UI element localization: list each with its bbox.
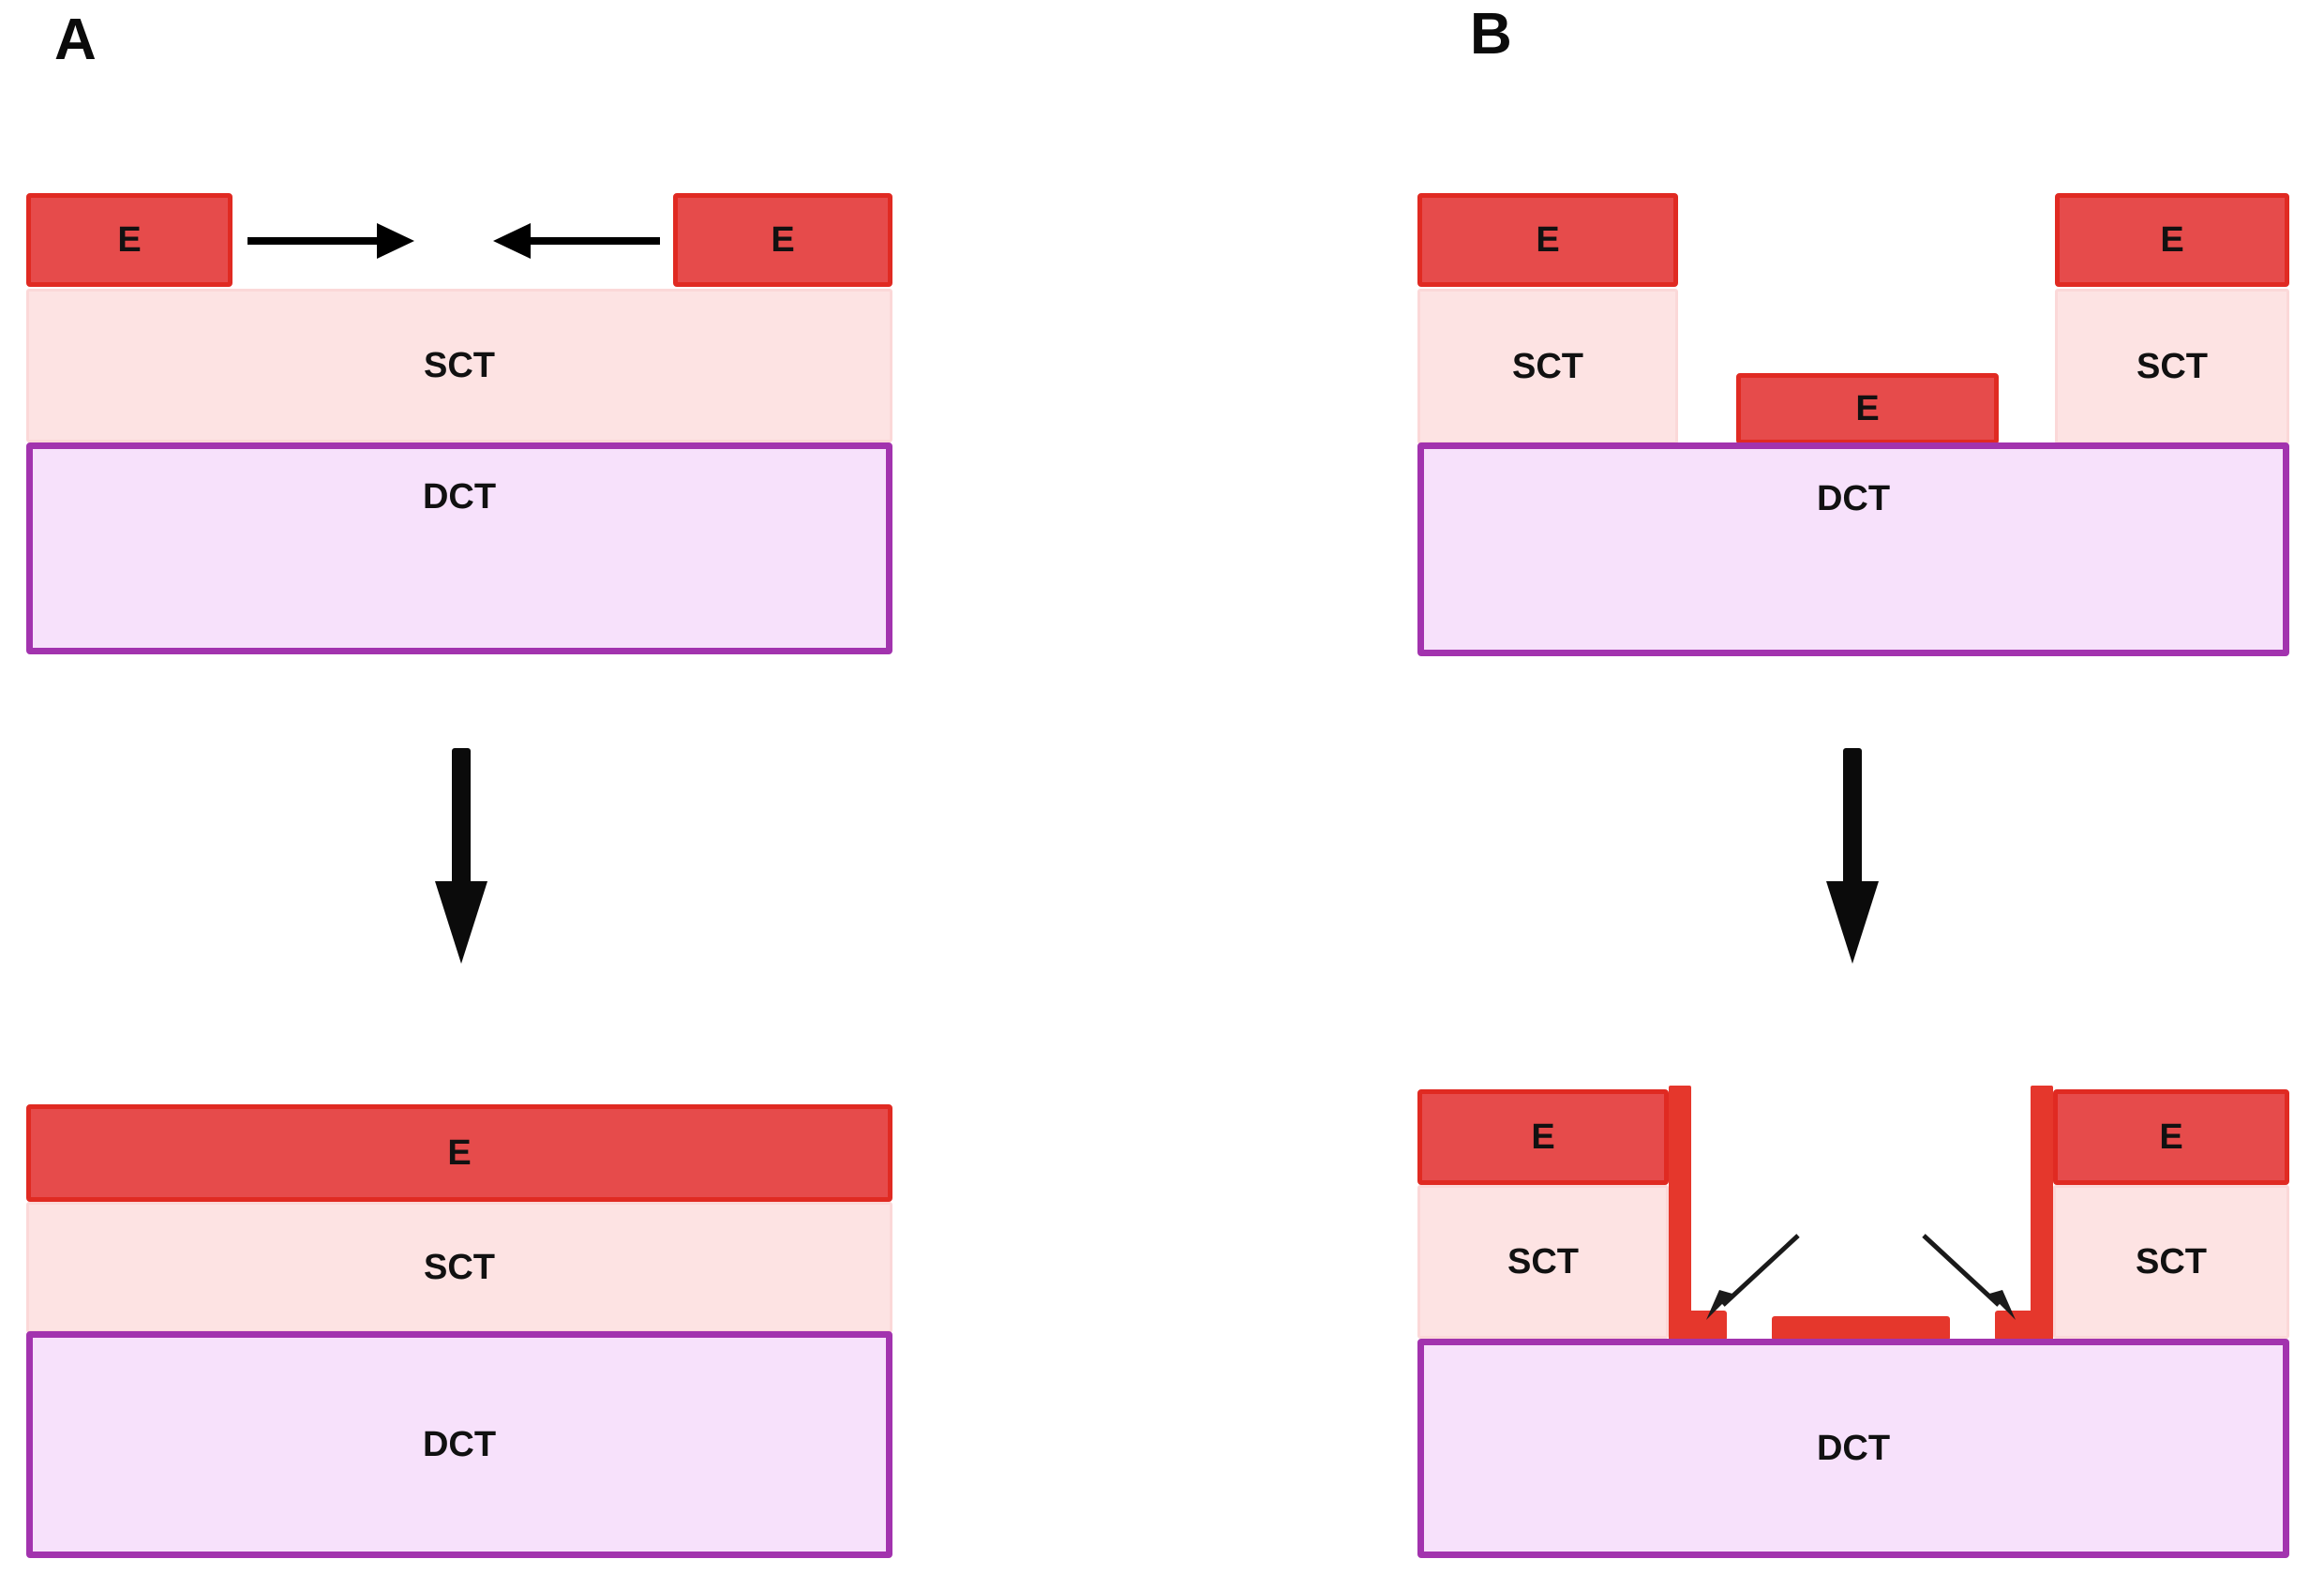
epithelium-label: E — [1536, 220, 1560, 260]
epithelium-label: E — [447, 1133, 472, 1173]
epithelium-label: E — [2160, 220, 2184, 260]
b-bottom-epithelial-downgrowth-wall-right — [2031, 1086, 2053, 1341]
sct-label: SCT — [1507, 1242, 1579, 1282]
b-top-epithelium-right: E — [2055, 193, 2289, 287]
a-top-epithelium-right: E — [673, 193, 892, 287]
b-top-superficial-connective-tissue-left: SCT — [1417, 289, 1678, 444]
sct-label: SCT — [2137, 347, 2208, 386]
sct-label: SCT — [1512, 347, 1583, 386]
sct-label: SCT — [424, 1248, 495, 1287]
a-bottom-deep-connective-tissue: DCT — [26, 1331, 892, 1558]
b-bottom-epithelium-right: E — [2053, 1089, 2289, 1185]
b-bottom-epithelium-left: E — [1417, 1089, 1669, 1185]
sct-label: SCT — [424, 346, 495, 385]
epithelium-label: E — [117, 220, 142, 260]
b-process-arrow-down — [1826, 748, 1879, 964]
a-top-migration-arrow-left — [493, 223, 660, 259]
b-top-epithelium-left: E — [1417, 193, 1678, 287]
b-bottom-epithelial-ledge-left — [1669, 1311, 1727, 1341]
b-bottom-superficial-connective-tissue-right: SCT — [2053, 1185, 2289, 1339]
b-bottom-superficial-connective-tissue-left: SCT — [1417, 1185, 1669, 1339]
b-top-superficial-connective-tissue-right: SCT — [2055, 289, 2289, 444]
dct-label: DCT — [1816, 479, 1891, 518]
dct-label: DCT — [422, 1425, 497, 1464]
a-bottom-epithelium-continuous: E — [26, 1104, 892, 1202]
a-bottom-superficial-connective-tissue: SCT — [26, 1202, 892, 1333]
sct-label: SCT — [2136, 1242, 2207, 1282]
b-top-epithelium-island: E — [1736, 373, 1999, 444]
b-bottom-epithelial-ledge-right — [1995, 1311, 2053, 1341]
epithelium-label: E — [2159, 1117, 2183, 1157]
a-top-epithelium-left: E — [26, 193, 232, 287]
dct-label: DCT — [422, 477, 497, 517]
panel-label-a: A — [54, 7, 97, 72]
b-bottom-deep-connective-tissue: DCT — [1417, 1339, 2289, 1558]
a-top-superficial-connective-tissue: SCT — [26, 289, 892, 442]
a-top-deep-connective-tissue: DCT — [26, 442, 892, 654]
epithelium-label: E — [1531, 1117, 1555, 1157]
b-top-deep-connective-tissue: DCT — [1417, 442, 2289, 656]
epithelium-label: E — [1855, 389, 1880, 428]
b-bottom-epithelium-floor-strip — [1772, 1316, 1950, 1341]
panel-label-b: B — [1470, 2, 1512, 67]
a-top-migration-arrow-right — [247, 223, 414, 259]
b-bottom-epithelial-downgrowth-wall-left — [1669, 1086, 1691, 1341]
a-process-arrow-down — [435, 748, 487, 964]
epithelium-label: E — [771, 220, 795, 260]
dct-label: DCT — [1816, 1429, 1891, 1468]
